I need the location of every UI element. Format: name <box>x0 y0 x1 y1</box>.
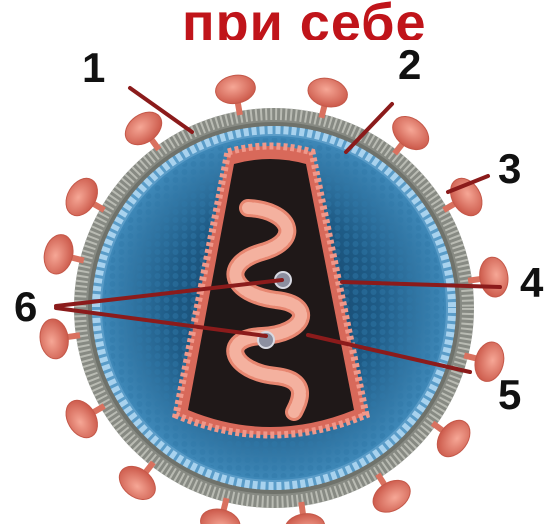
label-3: 3 <box>498 148 521 190</box>
spike-head <box>40 232 77 278</box>
spike-stem <box>395 144 402 153</box>
spike-stem <box>238 103 240 115</box>
spike-head <box>38 317 71 361</box>
label-5: 5 <box>498 374 521 416</box>
spike-stem <box>321 106 324 118</box>
label-2: 2 <box>398 44 421 86</box>
spike-stem <box>301 502 303 514</box>
label-1: 1 <box>82 47 105 89</box>
spike-head <box>213 72 257 107</box>
spike-stem <box>224 498 227 510</box>
spike-stem <box>152 140 159 150</box>
label-6: 6 <box>14 286 37 328</box>
spike-head <box>60 395 104 444</box>
spike-head <box>477 255 510 299</box>
spike-stem <box>72 258 84 261</box>
spike-head <box>60 173 104 222</box>
spike-stem <box>68 335 80 337</box>
spike-stem <box>464 355 476 358</box>
spike-stem <box>378 474 384 484</box>
spike-stem <box>146 462 153 471</box>
spike-stem <box>433 423 443 430</box>
label-4: 4 <box>520 262 543 304</box>
spike-head <box>198 505 244 524</box>
spike-stem <box>468 279 480 281</box>
spike-head <box>305 74 351 111</box>
